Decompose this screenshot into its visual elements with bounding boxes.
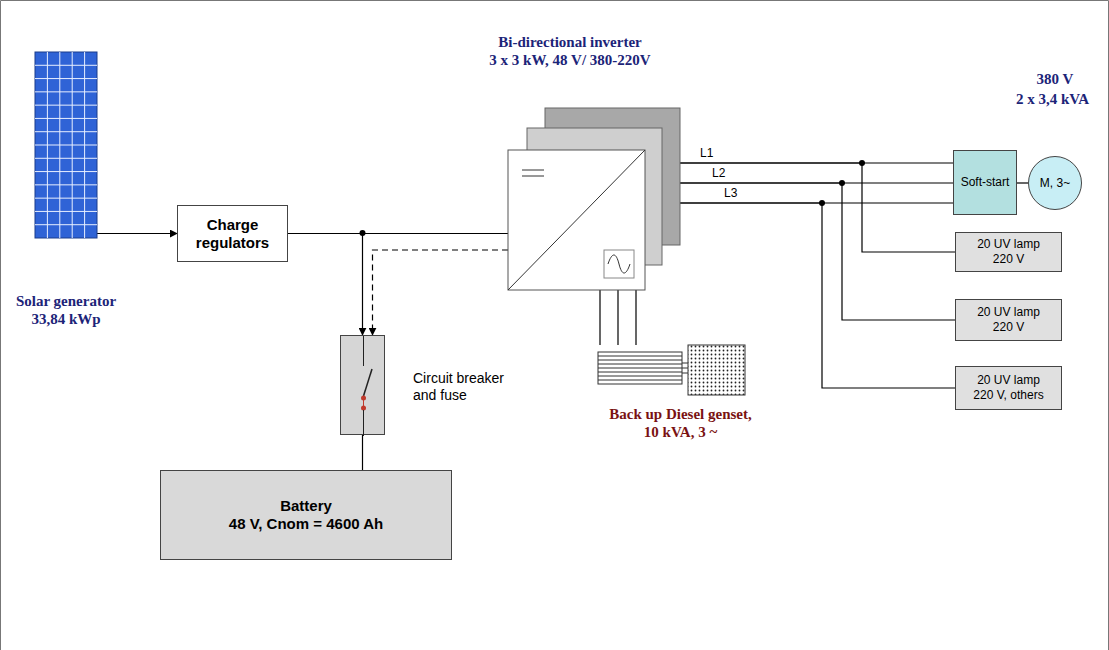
junction-dot	[360, 230, 366, 236]
diesel-engine	[688, 345, 745, 395]
motor-rating: 380 V	[1010, 70, 1100, 88]
power-wire	[680, 203, 955, 388]
node-text: Battery	[280, 497, 332, 515]
illustration	[341, 336, 386, 436]
illustration	[508, 108, 680, 290]
node-text: 220 V	[993, 252, 1024, 267]
node-text: 33,84 kWp	[0, 310, 136, 328]
generator-body	[598, 352, 682, 384]
motor-rating: 2 x 3,4 kVA	[1000, 90, 1105, 108]
dc-symbol	[522, 170, 544, 171]
phase-label: L1	[700, 146, 724, 161]
phase-label: L2	[712, 166, 736, 181]
inverter-middle-unit	[527, 128, 662, 265]
node-text: Charge regulators	[181, 216, 284, 252]
fuse-link	[363, 398, 364, 408]
bidirectional-inverter: Bi-directional inverter3 x 3 kW, 48 V/ 3…	[508, 108, 680, 290]
uv-lamp-box: 20 UV lamp220 V	[955, 232, 1062, 272]
junction-dot	[859, 160, 865, 166]
power-wire	[97, 233, 177, 234]
node-text: M, 3~	[1040, 176, 1070, 191]
generator-stripes	[598, 356, 682, 380]
solar-cell-grid	[35, 52, 97, 238]
node-text: 20 UV lamp	[977, 373, 1040, 388]
illustration	[35, 52, 97, 238]
power-wire	[599, 290, 600, 345]
node-caption: Solar generator33,84 kWp	[0, 292, 136, 328]
uv-lamp-box: 20 UV lamp220 V, others	[955, 366, 1062, 410]
node-text: 220 V	[993, 320, 1024, 335]
circuit-breaker-box: Circuit breaker and fuse	[340, 335, 385, 435]
junction-dot	[819, 200, 825, 206]
fuse-contact	[361, 406, 366, 411]
node-text: 10 kVA, 3 ~	[588, 423, 773, 441]
illustration	[598, 345, 746, 395]
node-text: 20 UV lamp	[977, 305, 1040, 320]
battery-box: Battery48 V, Cnom = 4600 Ah	[160, 470, 452, 560]
charge-regulator-box: Charge regulators	[177, 205, 288, 262]
breaker-wire	[363, 336, 364, 366]
power-wire	[362, 435, 363, 470]
node-text: Solar generator	[0, 292, 136, 310]
node-text: Back up Diesel genset,	[588, 405, 773, 423]
dc-symbol	[522, 176, 544, 177]
node-text: Soft-start	[961, 175, 1010, 190]
inverter-diagonal	[508, 150, 645, 290]
dashed-charge-arrow	[373, 250, 509, 335]
breaker-wire	[363, 410, 364, 436]
power-wire	[680, 163, 955, 252]
diesel-genset: Back up Diesel genset,10 kVA, 3 ~	[598, 345, 746, 395]
power-wire	[635, 290, 636, 345]
soft-start-box: Soft-start	[953, 150, 1017, 215]
node-text: 3 x 3 kW, 48 V/ 380-220V	[445, 51, 695, 69]
phase-label: L3	[724, 186, 748, 201]
power-wire	[288, 234, 363, 336]
ac-symbol-box	[604, 250, 634, 278]
solar-panel-body	[35, 52, 97, 238]
node-text: Circuit breaker and fuse	[413, 370, 528, 404]
node-text: 48 V, Cnom = 4600 Ah	[229, 515, 383, 533]
solar-generator: Solar generator33,84 kWp	[35, 52, 97, 238]
junction-dot	[839, 180, 845, 186]
inverter-back-unit	[545, 108, 680, 245]
node-caption: Circuit breaker and fuse	[413, 370, 528, 404]
power-wire	[617, 290, 618, 345]
node-text: Bi-directional inverter	[445, 33, 695, 51]
engine-coupling	[682, 363, 688, 373]
node-caption: Back up Diesel genset,10 kVA, 3 ~	[588, 405, 773, 441]
motor-circle: M, 3~	[1028, 156, 1082, 210]
inverter-front-unit	[508, 150, 645, 290]
node-caption: Bi-directional inverter3 x 3 kW, 48 V/ 3…	[445, 33, 695, 69]
node-text: 20 UV lamp	[977, 237, 1040, 252]
node-text: 220 V, others	[973, 388, 1043, 403]
fuse-contact	[361, 396, 366, 401]
ac-symbol	[608, 255, 630, 273]
power-wire	[1017, 182, 1028, 183]
uv-lamp-box: 20 UV lamp220 V	[955, 299, 1062, 341]
breaker-switch	[364, 369, 373, 396]
